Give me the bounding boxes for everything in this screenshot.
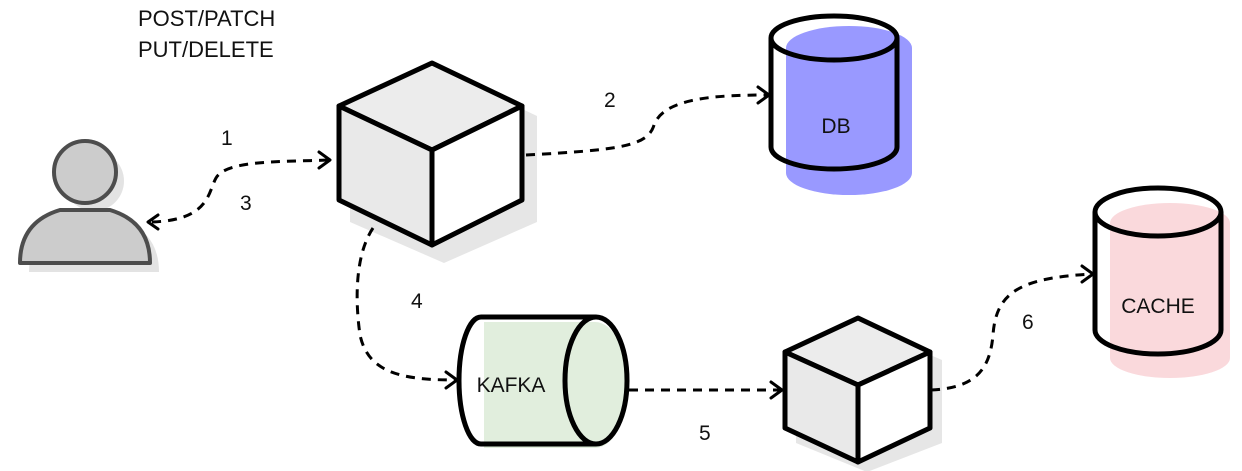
user-icon bbox=[18, 139, 159, 272]
edge-label-4: 4 bbox=[411, 290, 423, 313]
edge-label-6: 6 bbox=[1022, 311, 1034, 334]
cache-label: CACHE bbox=[1121, 295, 1195, 318]
edge-api-db bbox=[525, 85, 771, 157]
db-cylinder: DB bbox=[768, 13, 912, 195]
kafka-label: KAFKA bbox=[477, 374, 546, 397]
cache-cylinder: CACHE bbox=[1092, 185, 1230, 378]
request-methods-line-2: PUT/DELETE bbox=[138, 37, 274, 62]
edge-api-kafka bbox=[355, 227, 459, 390]
db-label: DB bbox=[821, 115, 850, 138]
consumer-service-cube-icon bbox=[782, 315, 942, 471]
edge-label-1: 1 bbox=[221, 127, 233, 150]
api-service-cube-icon bbox=[336, 60, 537, 263]
edge-label-5: 5 bbox=[699, 422, 711, 445]
edge-label-2: 2 bbox=[604, 89, 616, 112]
request-methods-line-1: POST/PATCH bbox=[138, 6, 275, 31]
edge-label-3: 3 bbox=[240, 192, 252, 215]
kafka-queue: KAFKA bbox=[456, 314, 630, 448]
edge-consumer-cache bbox=[930, 264, 1095, 392]
edge-kafka-consumer bbox=[629, 380, 784, 400]
edge-user-api bbox=[146, 150, 332, 231]
